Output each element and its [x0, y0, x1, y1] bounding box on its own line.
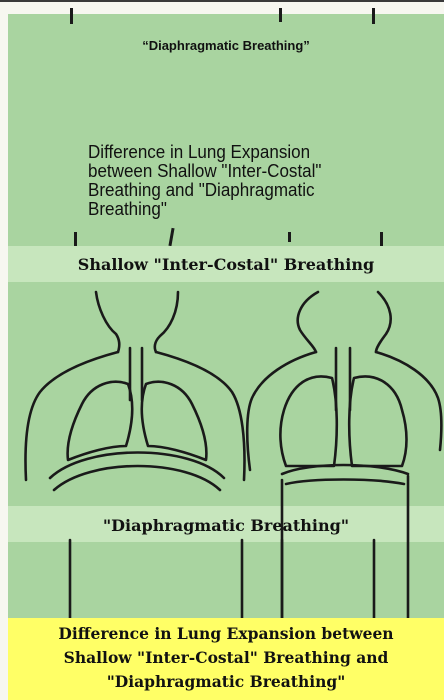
footer-caption-line-1: Difference in Lung Expansion between: [20, 622, 432, 646]
left-head-outline: [96, 292, 119, 352]
footer-caption-line-3: "Diaphragmatic Breathing": [20, 670, 432, 694]
footer-caption: Difference in Lung Expansion between Sha…: [20, 622, 432, 694]
left-lung-right: [142, 382, 207, 460]
left-shoulder-left: [26, 352, 118, 480]
right-shoulder-right: [376, 352, 441, 450]
left-shoulder-right: [156, 352, 245, 480]
right-lung-left: [280, 376, 336, 466]
shallow-breathing-figure: [26, 292, 245, 490]
left-diaphragm-lower: [54, 466, 220, 490]
left-head-outline-right: [155, 292, 178, 352]
right-diaphragm-lower: [286, 480, 404, 485]
footer-caption-line-2: Shallow "Inter-Costal" Breathing and: [20, 646, 432, 670]
right-head-outline-right: [376, 292, 391, 352]
left-lung-left: [68, 382, 133, 460]
right-lung-right: [349, 376, 406, 466]
right-head-outline-left: [298, 292, 318, 352]
